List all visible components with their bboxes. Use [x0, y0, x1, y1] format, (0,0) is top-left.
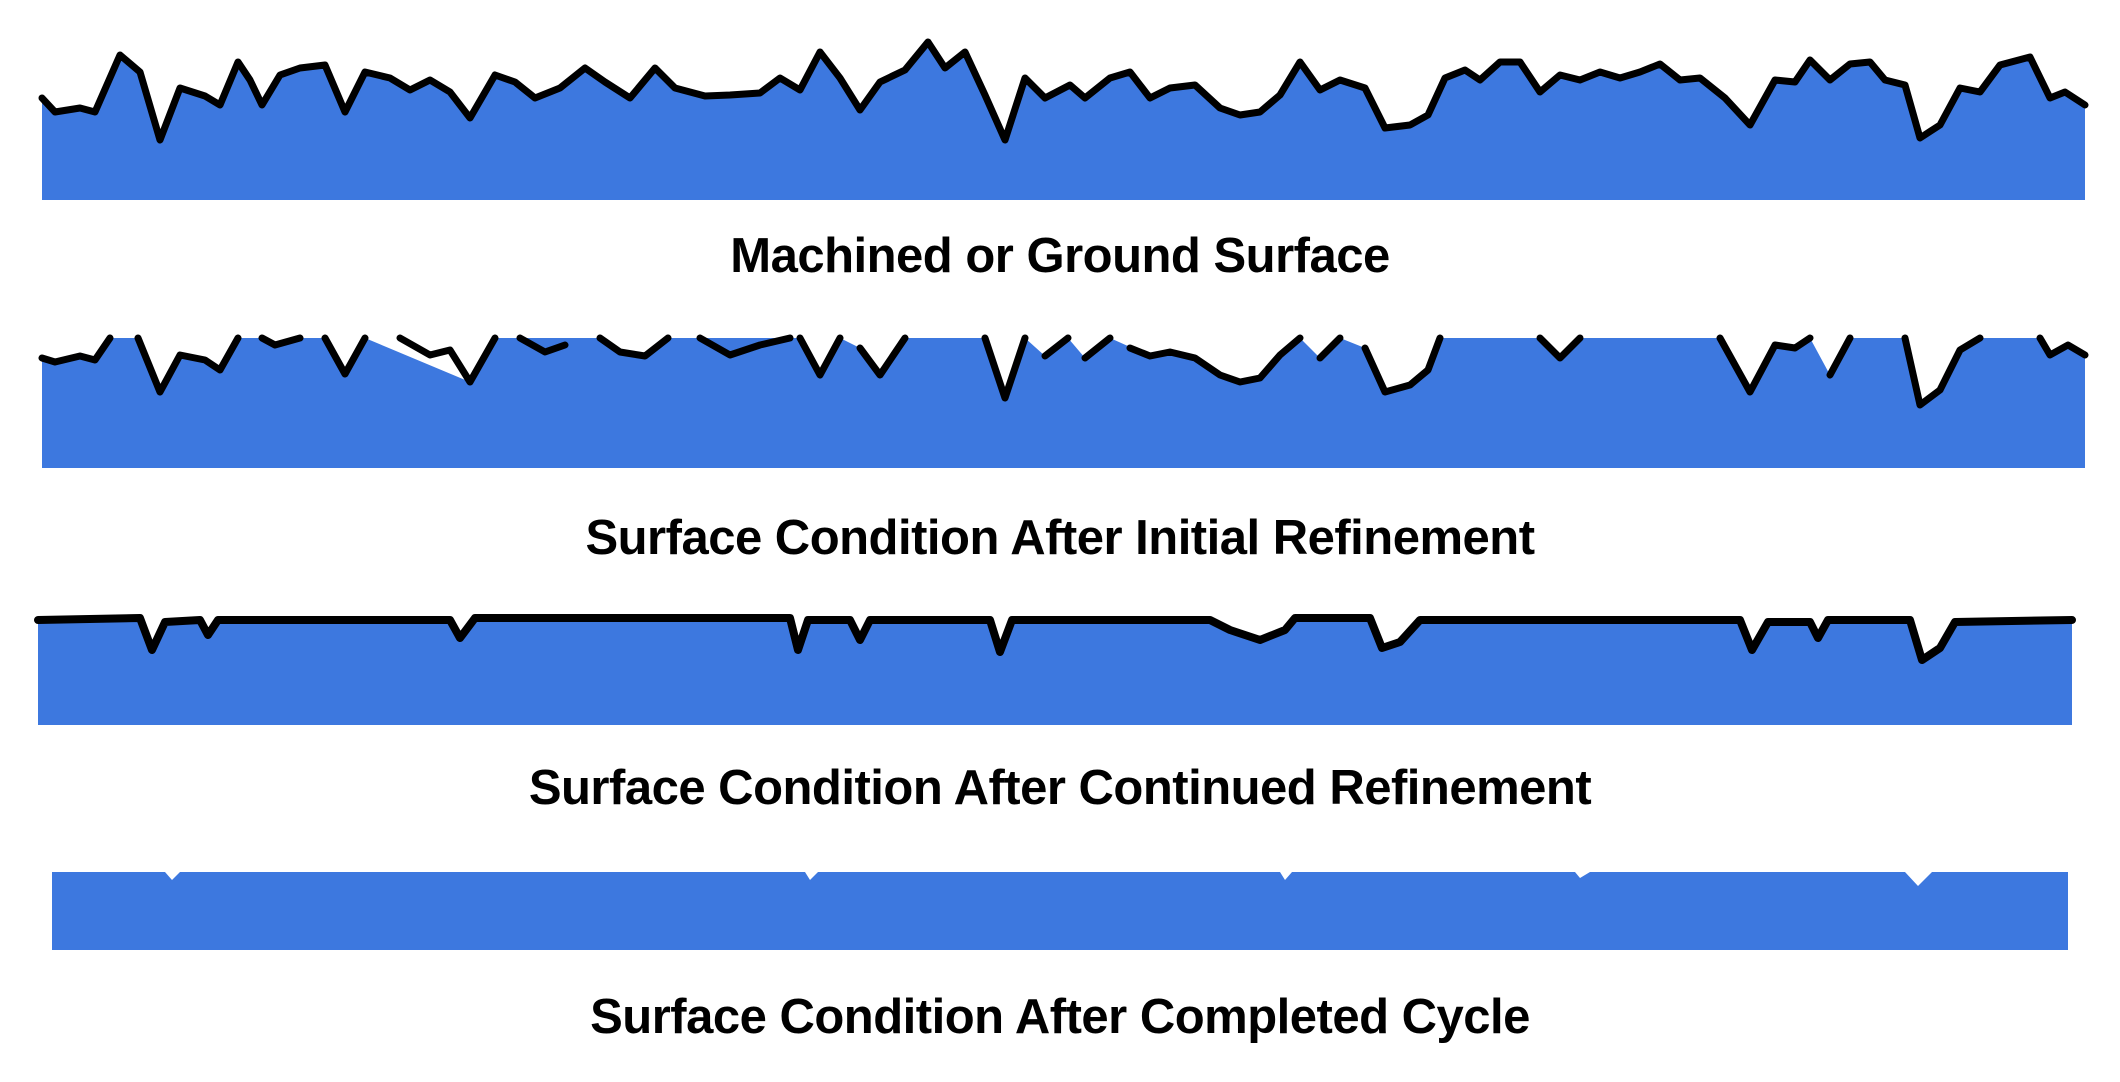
caption-completed-cycle: Surface Condition After Completed Cycle [590, 990, 1530, 1044]
profile-initial-refinement [38, 334, 2089, 468]
profile-completed-fill [52, 872, 2068, 950]
profile-continued-outline [34, 614, 2076, 664]
caption-initial-refinement: Surface Condition After Initial Refineme… [585, 511, 1535, 565]
profile-initial-outline [38, 334, 2089, 409]
profile-continued-refinement [34, 614, 2076, 725]
profile-initial-fill [42, 338, 2085, 468]
profile-completed-cycle [52, 872, 2068, 950]
profile-machined-surface [38, 38, 2089, 200]
profile-continued-fill [38, 618, 2072, 725]
profile-machined-fill [42, 42, 2085, 200]
caption-continued-refinement: Surface Condition After Continued Refine… [528, 761, 1592, 815]
caption-machined-surface: Machined or Ground Surface [730, 229, 1390, 283]
profile-machined-outline [38, 38, 2089, 144]
